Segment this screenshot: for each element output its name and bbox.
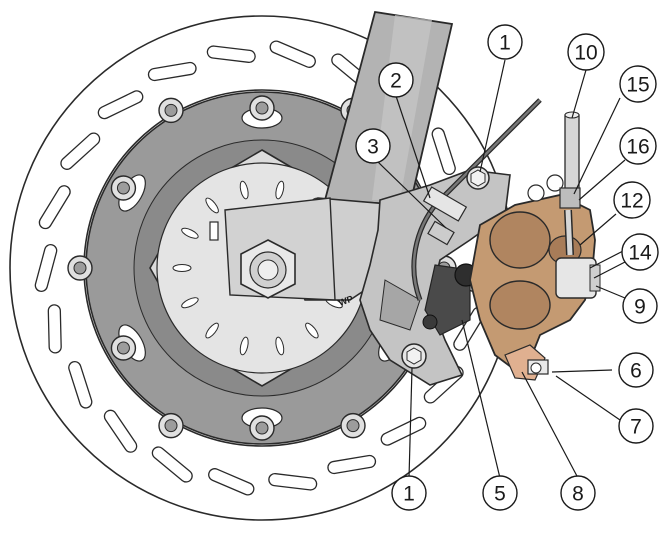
callout-16: 16	[619, 127, 657, 165]
hub-vent-slot	[239, 180, 249, 200]
brake-caliper	[469, 174, 596, 381]
disc-slot	[38, 185, 71, 230]
svg-text:2: 2	[390, 70, 402, 93]
hub-vent-slot	[275, 180, 285, 200]
disc-slot	[97, 90, 144, 120]
carrier-bolt	[110, 175, 137, 201]
callout-6: 6	[618, 352, 654, 388]
hub-vent-slot	[205, 197, 219, 214]
disc-slot	[47, 304, 62, 354]
hub-vent-slot	[172, 264, 192, 272]
svg-text:9: 9	[634, 296, 646, 319]
disc-slot	[34, 243, 58, 293]
callout-2: 2	[378, 62, 414, 98]
disc-slot	[380, 416, 427, 446]
svg-text:3: 3	[367, 136, 379, 159]
carrier-bolt	[158, 97, 184, 124]
disc-slot	[208, 468, 255, 496]
hub-logo-text: WP	[337, 294, 354, 308]
callout-15: 15	[619, 65, 657, 103]
hub-vent-slot	[305, 322, 319, 339]
svg-text:14: 14	[628, 242, 652, 265]
disc-slot	[431, 127, 456, 176]
axle-nut	[240, 239, 296, 299]
disc-slot	[60, 132, 101, 170]
callout-14: 14	[621, 233, 659, 271]
hub-vent-slot	[239, 336, 249, 356]
svg-text:12: 12	[620, 190, 643, 213]
disc-slot	[103, 409, 138, 453]
hub-vent-slot	[205, 322, 219, 339]
leader-lines	[377, 59, 626, 479]
disc-slot	[269, 40, 316, 68]
hub-vent-slot	[181, 227, 199, 239]
svg-text:1: 1	[403, 483, 415, 506]
hub-vent-slot	[275, 336, 285, 356]
sensor-cable	[411, 98, 542, 301]
callout-1-top: 1	[487, 24, 523, 60]
disc-slot	[206, 45, 256, 63]
svg-text:8: 8	[572, 483, 584, 506]
caliper-piston-lower	[489, 280, 551, 330]
disc-slot	[68, 360, 93, 409]
speed-sensor	[209, 221, 219, 241]
callout-1-bottom: 1	[391, 475, 427, 511]
hub-vent-slot	[181, 297, 199, 309]
caliper-mount-bolt-lower	[401, 343, 427, 369]
carrier-bolt	[340, 412, 366, 439]
callout-10: 10	[567, 33, 605, 71]
svg-text:10: 10	[574, 42, 597, 65]
pad-retaining-pin	[555, 257, 601, 299]
caliper-piston-upper	[489, 211, 551, 269]
callout-7: 7	[618, 408, 654, 444]
carrier-bolt	[249, 415, 275, 441]
carrier-bolt	[249, 95, 275, 121]
carrier-bolt	[67, 255, 93, 281]
callout-8: 8	[560, 475, 596, 511]
callout-5: 5	[482, 475, 518, 511]
callout-12: 12	[613, 181, 651, 219]
svg-text:16: 16	[626, 136, 649, 159]
disc-slot	[327, 454, 377, 475]
callout-9: 9	[622, 288, 658, 324]
carrier-bolt	[110, 335, 137, 361]
disc-slot	[268, 473, 318, 491]
svg-text:15: 15	[626, 74, 649, 97]
disc-slot	[151, 446, 193, 483]
bleeder-valve	[527, 359, 549, 375]
svg-text:5: 5	[494, 483, 506, 506]
caliper-bracket	[359, 169, 511, 386]
carrier-bolt	[158, 412, 184, 439]
hose-fitting	[559, 187, 581, 209]
svg-text:6: 6	[630, 360, 642, 383]
svg-text:1: 1	[499, 32, 511, 55]
caliper-mount-bolt-upper	[466, 166, 490, 190]
callout-3: 3	[355, 128, 391, 164]
cable-clamp	[422, 186, 468, 222]
svg-text:7: 7	[630, 416, 642, 439]
disc-slot	[147, 61, 197, 82]
